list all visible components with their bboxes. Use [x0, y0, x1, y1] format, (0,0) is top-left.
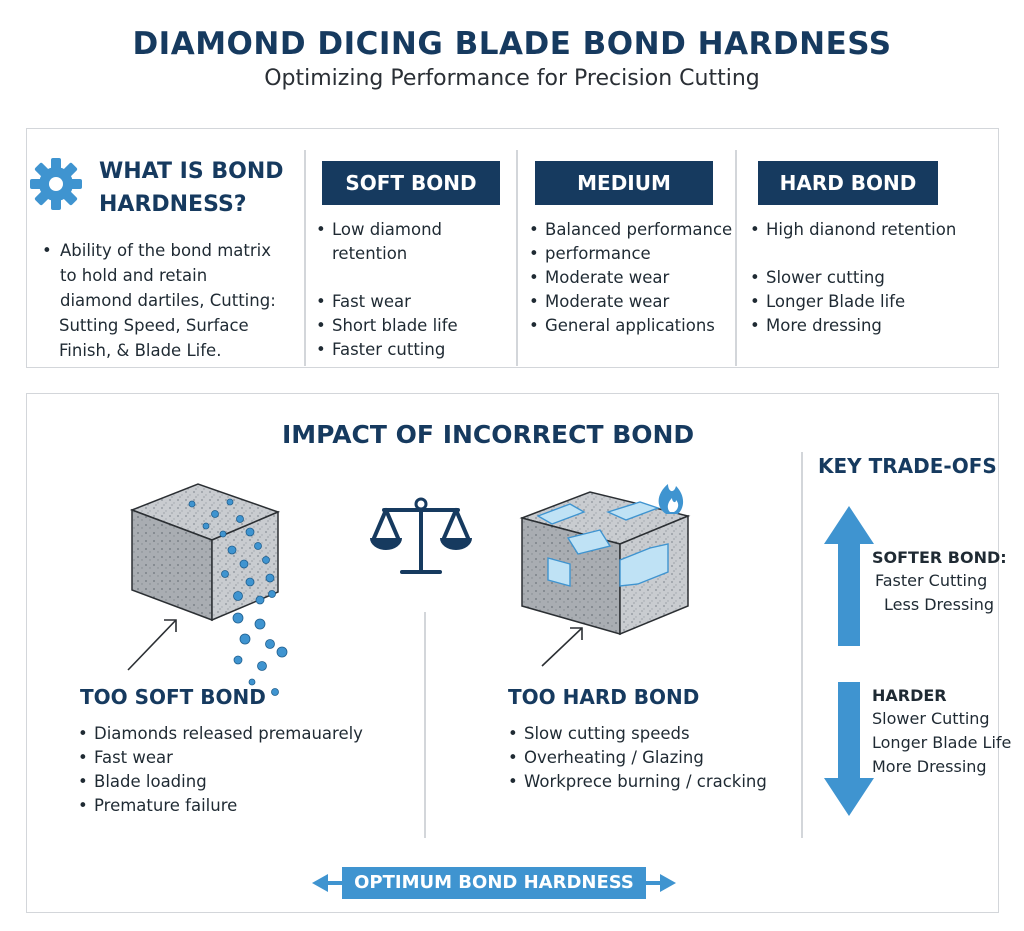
list-item: General applications — [529, 314, 735, 338]
hard-bond-badge: HARD BOND — [758, 161, 938, 205]
definition-line: Finish, & Blade Life. — [59, 341, 222, 360]
list-item: Blade loading — [78, 770, 408, 794]
soft-bond-list: Low diamond retention Fast wear Short bl… — [316, 218, 516, 362]
too-hard-heading: TOO HARD BOND — [508, 685, 700, 709]
soft-bond-block-illustration — [127, 483, 288, 696]
optimum-bond-label: OPTIMUM BOND HARDNESS — [342, 867, 646, 899]
softer-line: Less Dressing — [884, 595, 995, 614]
tradeoffs-title: KEY TRADE-OFS — [818, 454, 997, 478]
list-item: Premature failure — [78, 794, 408, 818]
definition-line: Ability of the bond matrix — [60, 241, 271, 260]
list-item: Faster cutting — [316, 338, 516, 362]
harder-line: Longer Blade Life — [872, 733, 1012, 752]
harder-line: More Dressing — [872, 757, 987, 776]
medium-bond-list: Balanced performance performance Moderat… — [529, 218, 735, 338]
definition-title-line1: WHAT IS BOND — [99, 159, 284, 184]
soft-bond-badge: SOFT BOND — [322, 161, 500, 205]
list-item: Moderate wear — [529, 290, 735, 314]
too-soft-heading: TOO SOFT BOND — [80, 685, 266, 709]
harder-line: Slower Cutting — [872, 709, 990, 728]
list-item: Workprece burning / cracking — [508, 770, 798, 794]
list-item: Fast wear — [316, 290, 516, 314]
list-item: Longer Blade life — [750, 290, 990, 314]
list-item-cont: performance — [545, 244, 651, 263]
balance-scale-icon — [370, 497, 472, 574]
arrow-down-icon — [824, 682, 874, 816]
list-item: Balanced performance — [529, 218, 735, 242]
impact-title: IMPACT OF INCORRECT BOND — [282, 420, 695, 449]
impact-panel — [26, 393, 999, 913]
list-item-continued: performance — [529, 242, 735, 266]
list-item: Overheating / Glazing — [508, 746, 798, 770]
arrow-up-icon — [824, 506, 874, 646]
softer-line: Faster Cutting — [875, 571, 988, 590]
page-subtitle: Optimizing Performance for Precision Cut… — [264, 66, 760, 91]
gear-icon — [30, 158, 82, 210]
list-item: Moderate wear — [529, 266, 735, 290]
harder-bond-heading: HARDER — [872, 686, 947, 705]
list-item: More dressing — [750, 314, 990, 338]
too-hard-list: Slow cutting speeds Overheating / Glazin… — [508, 722, 798, 794]
list-item: Low diamond retention — [316, 218, 516, 266]
hard-bond-block-illustration — [519, 484, 691, 667]
definition-line: Sutting Speed, Surface — [59, 316, 249, 335]
list-item: High dianond retention — [750, 218, 990, 242]
list-item: Slower cutting — [750, 266, 990, 290]
page-title: DIAMOND DICING BLADE BOND HARDNESS — [132, 26, 892, 62]
too-soft-list: Diamonds released premauarely Fast wear … — [78, 722, 408, 818]
list-item: Short blade life — [316, 314, 516, 338]
list-item: Fast wear — [78, 746, 408, 770]
softer-bond-heading: SOFTER BOND: — [872, 548, 1007, 567]
definition-text: •Ability of the bond matrix to hold and … — [42, 238, 302, 363]
definition-line: diamond dartiles, Cutting: — [60, 291, 276, 310]
definition-line: to hold and retain — [60, 266, 208, 285]
list-item: Diamonds released premauarely — [78, 722, 408, 746]
hard-bond-list: High dianond retention Slower cutting Lo… — [750, 218, 990, 338]
list-item: Slow cutting speeds — [508, 722, 798, 746]
definition-title-line2: HARDNESS? — [99, 192, 247, 217]
medium-bond-badge: MEDIUM — [535, 161, 713, 205]
